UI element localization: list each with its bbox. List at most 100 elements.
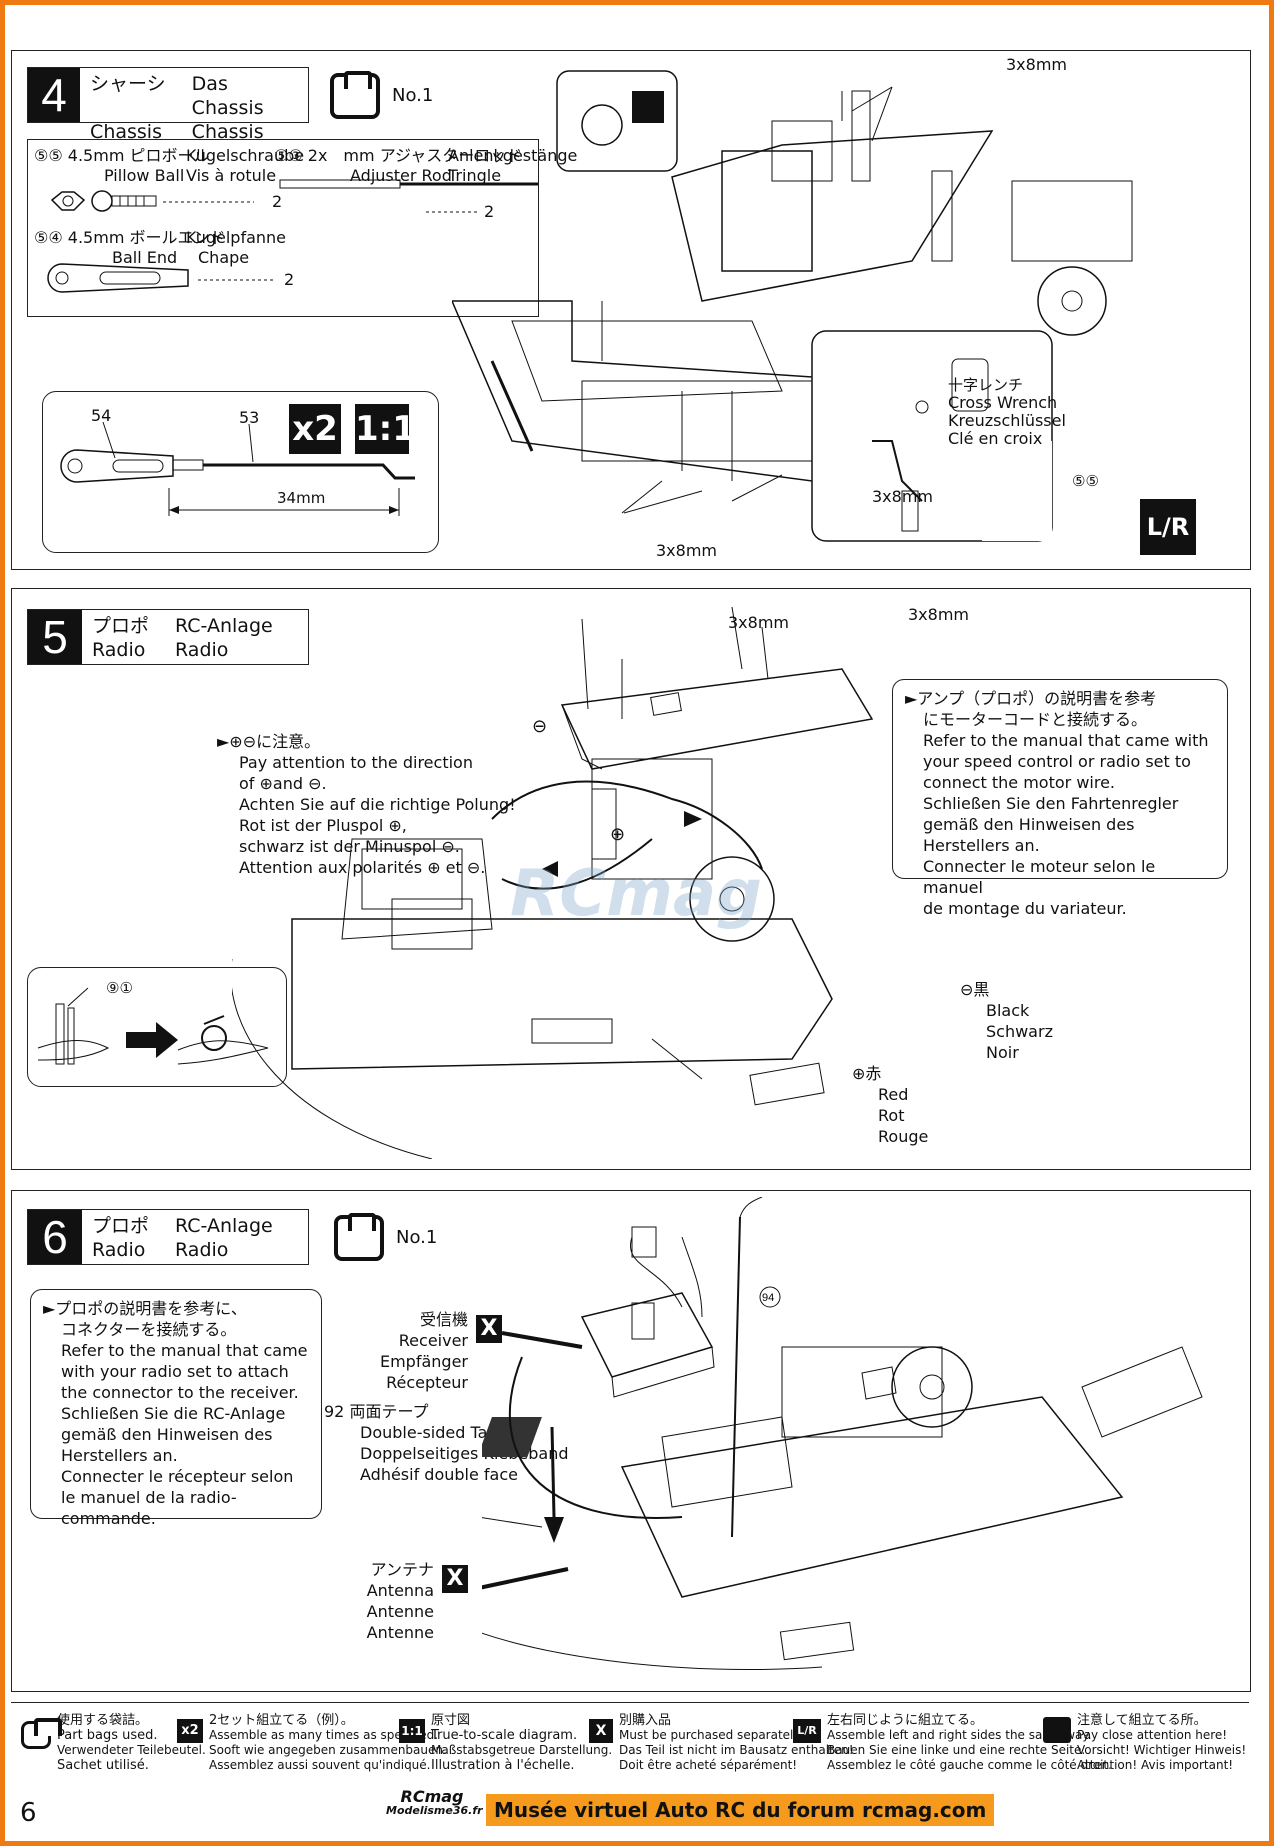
part54-en: Ball End — [112, 248, 178, 267]
polarity-line-6: schwarz ist der Minuspol ⊖. — [239, 837, 460, 856]
bag-icon — [330, 71, 380, 119]
step4-parts-drawings — [47, 179, 538, 293]
legend-item-6: 注意して組立てる所。 Pay close attention here! Vor… — [1077, 1713, 1246, 1773]
wrench-ja: 十字レンチ — [948, 376, 1024, 394]
receiver-note-line-8: Herstellers an. — [61, 1446, 178, 1465]
polarity-line-1: ►⊕⊖に注意。 — [217, 732, 321, 751]
footer-logo-top: RCmag — [400, 1787, 464, 1806]
step4-chassis-drawing — [452, 70, 1133, 542]
legend-item-3: 原寸図 True-to-scale diagram. Maßstabsgetre… — [431, 1713, 612, 1773]
receiver-note-line-4: with your radio set to attach — [61, 1362, 289, 1381]
polarity-line-5: Rot ist der Pluspol ⊕, — [239, 816, 407, 835]
part55-label: ⑤⑤ 4.5mm ピロボール — [34, 146, 210, 165]
motor-note-line-4: your speed control or radio set to — [923, 752, 1191, 771]
step6-title-fr: Radio — [175, 1239, 229, 1261]
step5-title-de: RC-Anlage — [175, 615, 273, 637]
black-line-1: ⊖黒 — [960, 980, 990, 999]
part54-ja: 4.5mm ボールエンド — [67, 228, 226, 247]
part53-qty: 2 — [484, 202, 495, 221]
step4-bag-label: No.1 — [392, 85, 434, 106]
step6-title-de: RC-Anlage — [175, 1215, 273, 1237]
legend-bar: 使用する袋詰。 Part bags used. Verwendeter Teil… — [11, 1702, 1249, 1779]
legend-2-en: Assemble as many times as specified. — [209, 1728, 439, 1742]
bag-icon — [334, 1213, 384, 1261]
antenna-line-3: Antenne — [366, 1602, 434, 1621]
motor-note-line-7: gemäß den Hinweisen des Herstellers an. — [923, 815, 1135, 855]
scale-label-54: 54 — [91, 406, 112, 425]
black-wire-label: ⊖黒 Black Schwarz Noir — [960, 979, 1053, 1063]
rod-drawing — [60, 421, 415, 516]
legend-item-5: 左右同じように組立てる。 Assemble left and right sid… — [827, 1713, 1112, 1773]
step4-title-fr: Chassis — [191, 121, 264, 143]
antenna-line-2: Antenna — [366, 1581, 434, 1600]
step6-chassis-drawing: 94 — [482, 1197, 1203, 1671]
legend-4-en: Must be purchased separately! — [619, 1728, 806, 1742]
legend-item-1: 使用する袋詰。 Part bags used. Verwendeter Teil… — [57, 1713, 206, 1773]
step4-title-ja: シャーシ — [90, 73, 166, 95]
motor-note-line-1: ►アンプ（プロポ）の説明書を参考 — [905, 689, 1157, 708]
wrench-en: Cross Wrench — [948, 393, 1058, 412]
part53-label: ⑤③ 2x mm アジャスターロッド — [274, 146, 523, 165]
polarity-line-3: of ⊕and ⊖. — [239, 774, 327, 793]
black-line-2: Black — [986, 1001, 1030, 1020]
red-line-4: Rouge — [878, 1127, 929, 1146]
step5-panel: 5 プロポ RC-Anlage Radio Radio ►⊕⊖に注意。 Pay … — [11, 588, 1251, 1170]
motor-note-line-6: Schließen Sie den Fahrtenregler — [923, 794, 1179, 813]
receiver-line-4: Récepteur — [386, 1373, 468, 1392]
part53-fr: Tringle — [448, 166, 502, 185]
lr-icon: L/R — [1140, 499, 1196, 555]
step4-title-de: Das Chassis — [191, 73, 264, 119]
part55-fr: Vis à rotule — [186, 166, 277, 185]
step6-title-en: Radio — [92, 1239, 146, 1261]
black-line-4: Noir — [986, 1043, 1019, 1062]
legend-5-fr: Assemblez le côté gauche comme le côté d… — [827, 1758, 1112, 1772]
part54-fr: Chape — [198, 248, 250, 267]
legend-4-fr: Doit être acheté séparément! — [619, 1758, 798, 1772]
receiver-line-1: 受信機 — [419, 1310, 468, 1329]
red-wire-label: ⊕赤 Red Rot Rouge — [852, 1063, 928, 1147]
antenna-line-4: Antenne — [366, 1623, 434, 1642]
legend-4-ja: 別購入品 — [619, 1713, 672, 1728]
step4-screw-top: 3x8mm — [1006, 55, 1067, 74]
tape-line-2: Double-sided Tape — [360, 1423, 508, 1442]
receiver-line-3: Empfänger — [379, 1352, 468, 1371]
motor-note-line-8: Connecter le moteur selon le manuel — [923, 857, 1156, 897]
plus-sign: ⊕ — [610, 824, 626, 845]
part55-en: Pillow Ball — [104, 166, 185, 185]
black-line-3: Schwarz — [986, 1022, 1053, 1041]
step6-number: 6 — [28, 1210, 82, 1264]
step6-bag-label: No.1 — [396, 1227, 438, 1248]
step4-parts-box: ⑤⑤ 4.5mm ピロボール Kugelschraube Pillow Ball… — [27, 139, 577, 317]
polarity-line-4: Achten Sie auf die richtige Polung! — [239, 795, 516, 814]
svg-text:94: 94 — [762, 1292, 774, 1304]
legend-6-ja: 注意して組立てる所。 — [1077, 1713, 1207, 1728]
legend-bag-icon — [21, 1718, 62, 1749]
receiver-note-line-10: le manuel de la radio-commande. — [61, 1488, 237, 1528]
motor-note-line-5: connect the motor wire. — [923, 773, 1115, 792]
receiver-note-line-7: gemäß den Hinweisen des — [61, 1425, 273, 1444]
part55-qty: 2 — [272, 192, 283, 211]
x2-badge: x2 — [289, 404, 341, 454]
footer-banner: Musée virtuel Auto RC du forum rcmag.com — [486, 1794, 995, 1826]
legend-5-de: Bauen Sie eine linke und eine rechte Sei… — [827, 1743, 1086, 1757]
step6-header: 6 プロポ RC-Anlage Radio Radio — [27, 1209, 309, 1265]
receiver-note: ►プロポの説明書を参考に、 コネクターを接続する。 Refer to the m… — [30, 1289, 322, 1528]
step5-header: 5 プロポ RC-Anlage Radio Radio — [27, 609, 309, 665]
legend-3-en: True-to-scale diagram. — [431, 1728, 578, 1743]
tape-line-1: 92 両面テープ — [324, 1402, 429, 1421]
legend-6-de: Vorsicht! Wichtiger Hinweis! — [1077, 1743, 1247, 1757]
legend-x-icon: X — [589, 1719, 613, 1743]
watermark: RCmag — [510, 857, 762, 931]
antenna-label: アンテナ Antenna Antenne Antenne — [342, 1559, 434, 1643]
legend-x2-icon: x2 — [177, 1719, 203, 1743]
step5-number: 5 — [28, 610, 82, 664]
legend-6-fr: Attention! Avis important! — [1077, 1758, 1234, 1772]
step5-screw-right: 3x8mm — [908, 605, 969, 624]
receiver-note-line-1: ►プロポの説明書を参考に、 — [43, 1299, 247, 1318]
tape-line-4: Adhésif double face — [360, 1465, 518, 1484]
motor-note-line-9: de montage du variateur. — [923, 899, 1127, 918]
legend-item-4: 別購入品 Must be purchased separately! Das T… — [619, 1713, 854, 1773]
part55-de: Kugelschraube — [186, 146, 305, 165]
receiver-note-line-9: Connecter le récepteur selon — [61, 1467, 294, 1486]
receiver-label: 受信機 Receiver Empfänger Récepteur — [342, 1309, 468, 1393]
